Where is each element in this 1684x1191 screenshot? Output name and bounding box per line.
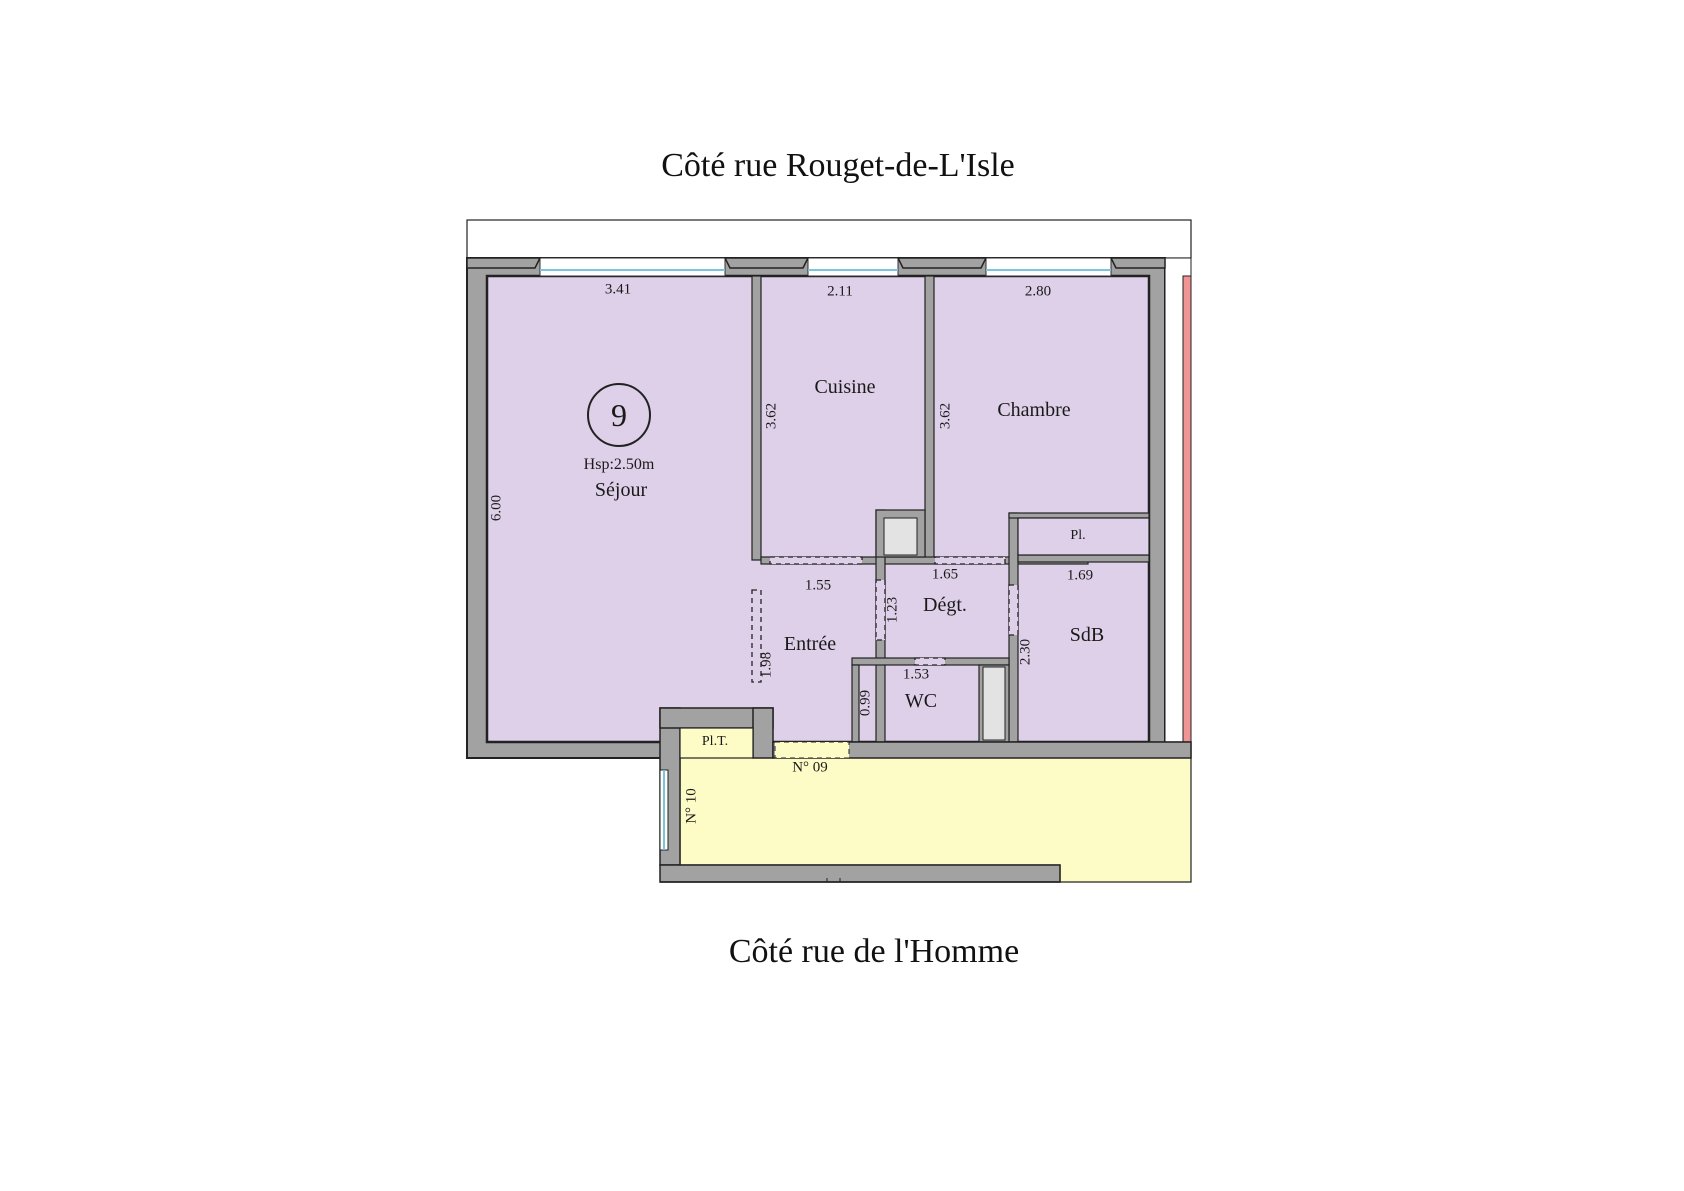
- wall-piers: [466, 257, 1166, 269]
- room-cuisine-label: Cuisine: [814, 376, 876, 398]
- top-street-caption: Côté rue Rouget-de-L'Isle: [661, 147, 1015, 184]
- unit-number: 9: [611, 397, 627, 433]
- room-wc-label: WC: [904, 690, 938, 712]
- placard-technique-box: [679, 727, 754, 759]
- dim-degagement-depth: 1.23: [884, 596, 901, 624]
- room-entree-label: Entrée: [783, 633, 837, 655]
- door-09-label: N° 09: [792, 759, 828, 776]
- room-placard-label: Pl.: [1070, 528, 1086, 543]
- landing-wall-bottom: [659, 864, 1061, 883]
- dim-sdb-depth: 2.30: [1017, 638, 1034, 666]
- room-placard-technique-label: Pl.T.: [701, 734, 729, 749]
- apartment-floor: [485, 274, 1151, 744]
- dim-sdb-width: 1.69: [1066, 567, 1094, 584]
- landing-floor: [679, 741, 1192, 883]
- room-sdb-label: SdB: [1069, 624, 1105, 646]
- door-09-gap: [774, 741, 850, 759]
- windows: [539, 257, 1112, 277]
- notch-wall-right: [752, 707, 774, 759]
- window-sejour: [539, 257, 726, 277]
- bottom-street-caption: Côté rue de l'Homme: [728, 933, 1020, 970]
- window-chambre: [985, 257, 1112, 277]
- dim-sejour-width: 3.41: [604, 281, 632, 298]
- dim-chambre-depth: 3.62: [937, 402, 954, 430]
- corridor-wall-bottom: [772, 741, 1192, 759]
- dim-wc-width: 1.53: [902, 666, 930, 683]
- dim-entree-width: 1.55: [804, 577, 832, 594]
- room-degagement-label: Dégt.: [923, 594, 967, 616]
- dim-cuisine-depth: 3.62: [763, 402, 780, 430]
- dim-degagement-width: 1.65: [931, 566, 959, 583]
- door-10-label: N° 10: [683, 788, 700, 824]
- placard-box: [1017, 517, 1150, 556]
- neighbor-wall-red: [1182, 275, 1192, 743]
- duct-inner-1: [883, 517, 918, 556]
- dim-cuisine-width: 2.11: [827, 283, 853, 300]
- room-sejour-label: Séjour: [594, 479, 648, 501]
- room-chambre-label: Chambre: [997, 399, 1071, 421]
- dim-sejour-depth: 6.00: [488, 494, 505, 522]
- dim-wc-depth: 0.99: [857, 689, 874, 717]
- window-cuisine: [807, 257, 899, 277]
- balcony-outline: [466, 219, 1192, 259]
- dim-chambre-width: 2.80: [1024, 283, 1052, 300]
- unit-number-circle: [587, 383, 651, 447]
- duct-inner-2: [982, 666, 1006, 741]
- ceiling-height-label: Hsp:2.50m: [583, 456, 655, 473]
- dim-entree-depth: 1.98: [758, 651, 775, 679]
